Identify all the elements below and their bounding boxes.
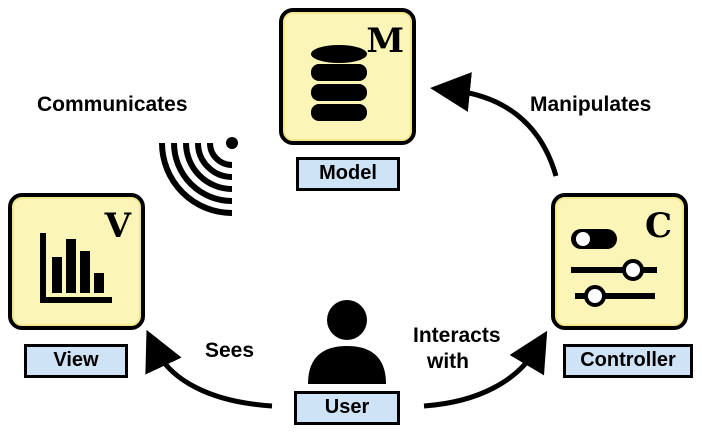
model-box: M <box>279 8 416 145</box>
controller-box: C <box>551 193 688 330</box>
sliders-icon <box>571 229 657 307</box>
person-icon <box>308 300 386 384</box>
view-box: V <box>8 193 145 330</box>
sees-label: Sees <box>205 339 255 362</box>
arrow-user-to-controller <box>423 330 548 409</box>
arrow-controller-to-model <box>430 72 559 177</box>
communicates-label: Communicates <box>37 93 188 116</box>
database-icon <box>311 45 367 121</box>
view-letter: V <box>104 206 131 246</box>
model-letter: M <box>366 21 404 61</box>
interacts-label-line1: Interacts <box>413 324 501 347</box>
model-label: Model <box>296 157 400 191</box>
manipulates-label: Manipulates <box>530 93 652 116</box>
controller-label: Controller <box>563 344 693 378</box>
arrow-user-to-view <box>145 329 273 409</box>
controller-letter: C <box>644 206 672 246</box>
user-label: User <box>294 391 400 425</box>
interacts-label-line2: with <box>427 350 469 373</box>
view-label: View <box>24 344 128 378</box>
bar-chart-icon <box>40 233 112 303</box>
wireless-signal-icon <box>159 137 238 216</box>
